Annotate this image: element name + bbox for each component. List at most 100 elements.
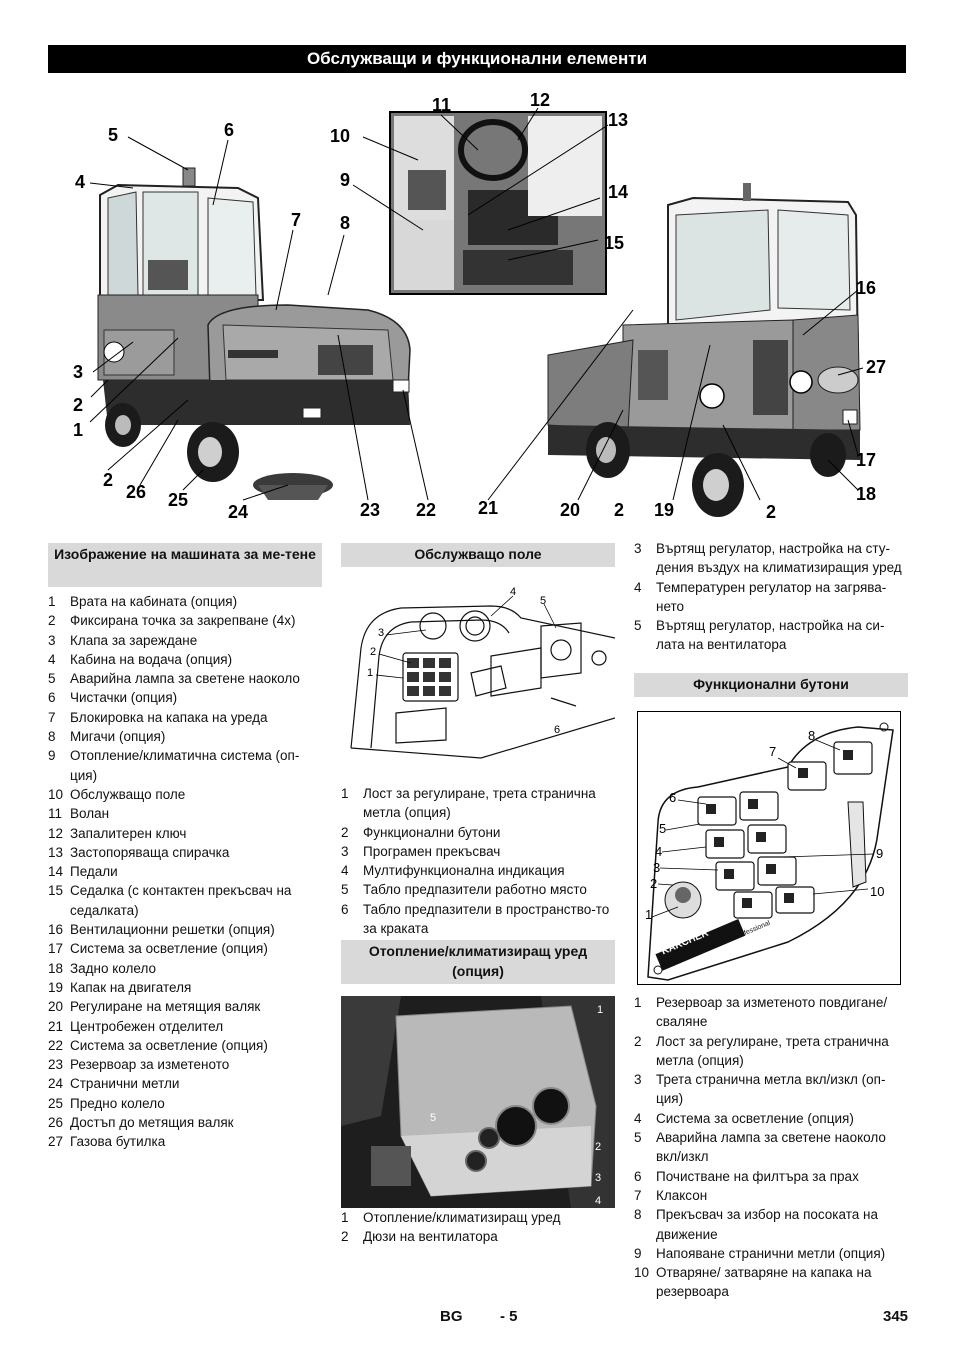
callout-6: 6 [224,120,235,140]
callout-5: 5 [108,125,119,145]
callout-13: 13 [608,110,629,130]
callout-24: 24 [228,502,249,522]
callout-21: 21 [478,498,499,518]
callout-7: 7 [291,210,302,230]
heating-callout-4: 4 [595,1195,602,1207]
callout-8: 8 [340,213,351,233]
heating-photo: 1 2 3 4 5 [341,996,615,1208]
heating-heading: Отопление/климатизиращ уред (опция) [341,940,615,984]
fb-callout-9: 9 [876,846,884,861]
callout-26: 26 [126,482,147,502]
panel-callout-6: 6 [554,724,561,736]
heating-callout-3: 3 [595,1172,602,1184]
heating-callout-5: 5 [430,1112,437,1124]
fb-callout-7: 7 [769,744,777,759]
callout-17: 17 [856,450,877,470]
callout-2-mid: 2 [614,500,625,520]
callout-27: 27 [866,357,887,377]
machine-illustration [89,107,864,517]
fb-callout-4: 4 [655,844,663,859]
cab-interior-inset [389,111,607,295]
fb-callout-10: 10 [870,884,885,899]
panel-callout-1: 1 [367,667,374,679]
machine-front-view [97,167,411,500]
control-panel-figure: 1 2 3 4 5 6 [341,578,615,778]
panel-callout-3: 3 [378,627,385,639]
fb-callout-2: 2 [650,876,658,891]
control-panel-heading: Обслужващо поле [341,543,615,567]
callout-23: 23 [360,500,381,520]
fb-callout-5: 5 [659,821,667,836]
callout-1: 1 [73,420,84,440]
callout-15: 15 [604,233,625,253]
machine-section-heading: Изображение на машината за ме-тене [48,543,322,587]
control-panel-drawing [350,595,615,759]
callout-14: 14 [608,182,629,202]
callout-20: 20 [560,500,581,520]
callout-12: 12 [530,90,551,110]
panel-callout-5: 5 [540,595,547,607]
footer-page-number: 345 [883,1308,909,1325]
callout-2-lower: 2 [103,470,114,490]
footer-lang: BG [440,1308,463,1325]
panel-callout-4: 4 [510,586,517,598]
callout-18: 18 [856,484,877,504]
footer-local-page: - 5 [500,1308,518,1325]
heating-callout-1: 1 [597,1004,604,1016]
callout-11: 11 [432,95,452,115]
function-panel-drawing [647,722,894,981]
callout-9: 9 [340,170,351,190]
heating-callout-2: 2 [595,1141,602,1153]
callout-10: 10 [330,126,351,146]
heating-unit-drawing [341,996,615,1208]
function-buttons-heading: Функционални бутони [634,673,908,697]
callout-25: 25 [168,490,189,510]
fb-callout-8: 8 [808,728,816,743]
fb-callout-1: 1 [645,907,653,922]
machine-rear-view [547,183,861,517]
